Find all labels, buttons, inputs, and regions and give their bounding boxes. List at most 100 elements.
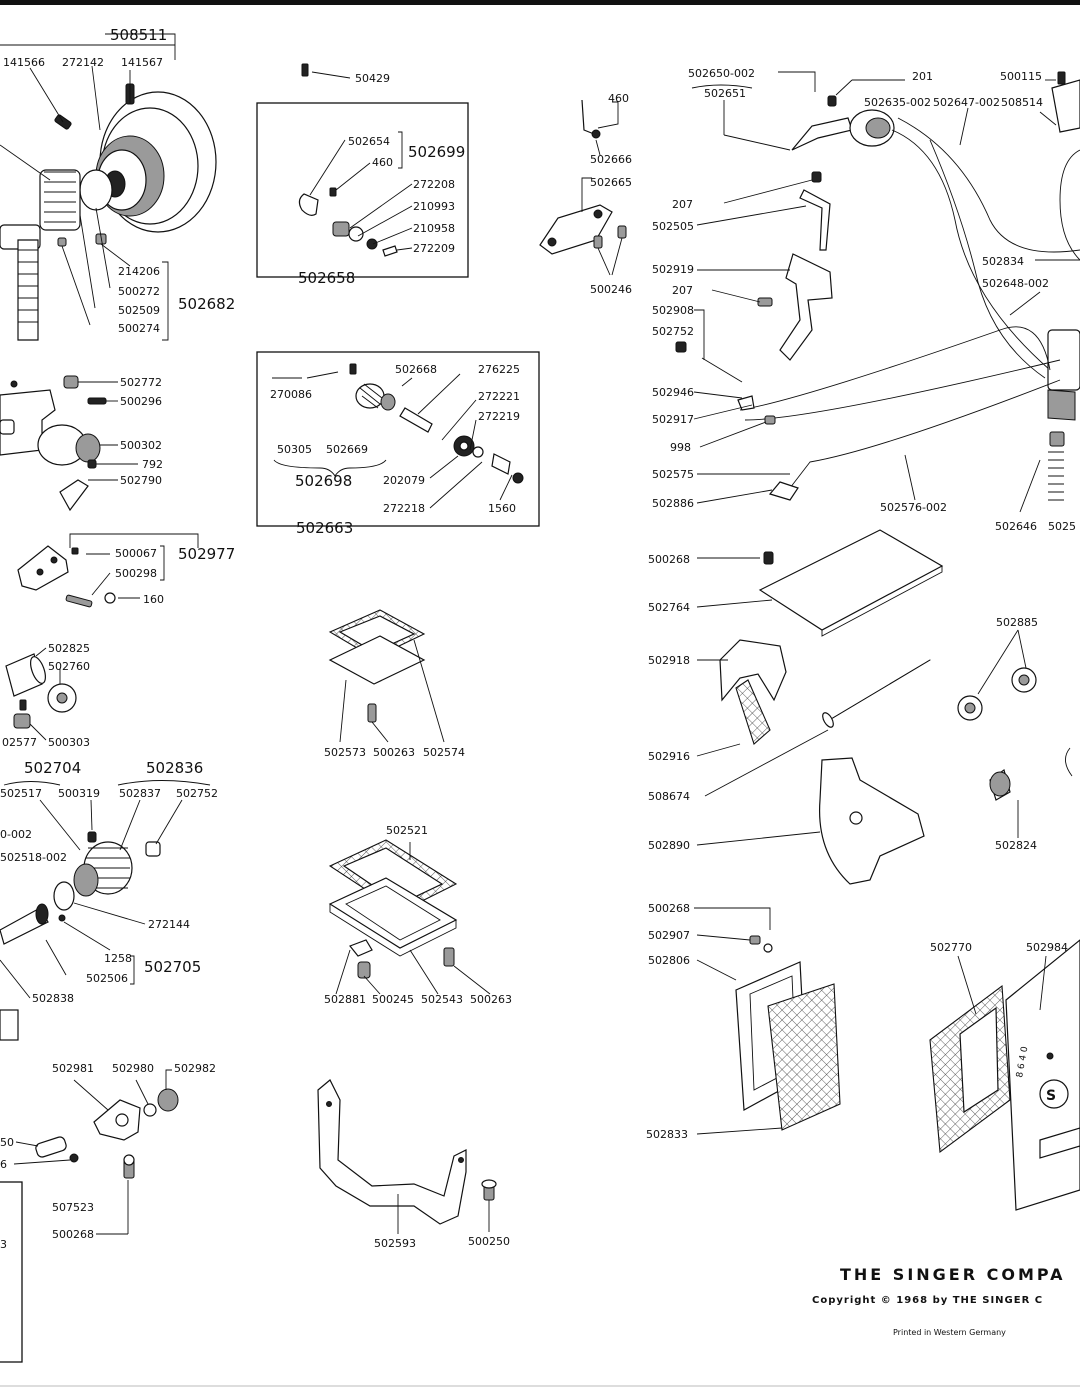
label-502699: 502699: [408, 143, 465, 161]
label-502825: 502825: [48, 642, 90, 655]
label-502648-002: 502648-002: [982, 277, 1049, 290]
label-502984: 502984: [1026, 941, 1068, 954]
label-210958: 210958: [413, 222, 455, 235]
label-502834: 502834: [982, 255, 1024, 268]
label-502635-002: 502635-002: [864, 96, 931, 109]
label-500268-right-bottom: 500268: [648, 902, 690, 915]
copyright-line: Copyright © 1968 by THE SINGER C: [812, 1295, 1043, 1306]
label-502575: 502575: [652, 468, 694, 481]
label-502521: 502521: [386, 824, 428, 837]
label-500246: 500246: [590, 283, 632, 296]
label-500319: 500319: [58, 787, 100, 800]
label-502505: 502505: [652, 220, 694, 233]
label-502573: 502573: [324, 746, 366, 759]
label-502806: 502806: [648, 954, 690, 967]
label-0-002: 0-002: [0, 828, 32, 841]
label-210993: 210993: [413, 200, 455, 213]
motor-pulley-assembly: [0, 33, 217, 341]
label-502593: 502593: [374, 1237, 416, 1250]
label-502650-002: 502650-002: [688, 67, 755, 80]
label-502704: 502704: [24, 759, 81, 777]
label-502666: 502666: [590, 153, 632, 166]
gear-shaft-502705: [0, 780, 211, 1041]
label-502518-002: 502518-002: [0, 851, 67, 864]
label-502506: 502506: [86, 972, 128, 985]
label-502760: 502760: [48, 660, 90, 673]
assembly-502658: [256, 63, 469, 278]
left-mechanism-500302: [0, 375, 138, 512]
label-500272: 500272: [118, 285, 160, 298]
label-502663: 502663: [296, 519, 353, 537]
top-edge-band: [0, 0, 1080, 5]
label-502838: 502838: [32, 992, 74, 1005]
label-502919: 502919: [652, 263, 694, 276]
bracket-502593: [317, 1079, 497, 1234]
switch-cable-assembly: [675, 71, 1080, 513]
gasket-502521: [328, 839, 491, 995]
label-270086: 270086: [270, 388, 312, 401]
label-502907: 502907: [648, 929, 690, 942]
label-460-right: 460: [608, 92, 629, 105]
label-1560: 1560: [488, 502, 516, 515]
label-502543: 502543: [421, 993, 463, 1006]
label-201: 201: [912, 70, 933, 83]
label-500296: 500296: [120, 395, 162, 408]
label-502646: 502646: [995, 520, 1037, 533]
label-502772: 502772: [120, 376, 162, 389]
label-500298: 500298: [115, 567, 157, 580]
bracket-502918: [696, 639, 1073, 885]
company-name: THE SINGER COMPA: [840, 1265, 1066, 1284]
label-502752-top: 502752: [652, 325, 694, 338]
bracket-502665: [539, 99, 627, 276]
label-502918: 502918: [648, 654, 690, 667]
label-502669: 502669: [326, 443, 368, 456]
label-6-cut: 6: [0, 1158, 7, 1171]
label-508514: 508514: [1001, 96, 1043, 109]
label-500263-bottom: 500263: [470, 993, 512, 1006]
gasket-502574: [328, 609, 445, 743]
label-502916: 502916: [648, 750, 690, 763]
label-502705: 502705: [144, 958, 201, 976]
bushing-502825: [5, 647, 77, 741]
label-50429: 50429: [355, 72, 390, 85]
plate-502977: [17, 533, 199, 608]
label-500268-left: 500268: [52, 1228, 94, 1241]
label-272142: 272142: [62, 56, 104, 69]
label-3-cut: 3: [0, 1238, 7, 1251]
label-214206: 214206: [118, 265, 160, 278]
label-502576-002: 502576-002: [880, 501, 947, 514]
label-272209: 272209: [413, 242, 455, 255]
printed-line: Printed in Western Germany: [893, 1328, 1006, 1337]
label-500302: 500302: [120, 439, 162, 452]
label-502886: 502886: [652, 497, 694, 510]
label-502658: 502658: [298, 269, 355, 287]
label-502665: 502665: [590, 176, 632, 189]
label-02577: 02577: [2, 736, 37, 749]
label-502833: 502833: [646, 1128, 688, 1141]
label-998: 998: [670, 441, 691, 454]
label-502764: 502764: [648, 601, 690, 614]
label-502574: 502574: [423, 746, 465, 759]
bracket-502981: [0, 1069, 179, 1363]
label-502885: 502885: [996, 616, 1038, 629]
label-502980: 502980: [112, 1062, 154, 1075]
label-50-cut: 50: [0, 1136, 14, 1149]
cover-plate-502764: [696, 529, 1037, 721]
label-272208: 272208: [413, 178, 455, 191]
assembly-502663: [256, 351, 540, 527]
label-502509: 502509: [118, 304, 160, 317]
label-50305: 50305: [277, 443, 312, 456]
label-141567: 141567: [121, 56, 163, 69]
label-502977: 502977: [178, 545, 235, 563]
label-508511: 508511: [110, 26, 167, 44]
label-460-top: 460: [372, 156, 393, 169]
label-500263-top: 500263: [373, 746, 415, 759]
label-502790: 502790: [120, 474, 162, 487]
label-502654: 502654: [348, 135, 390, 148]
label-502836: 502836: [146, 759, 203, 777]
label-502982: 502982: [174, 1062, 216, 1075]
label-502824: 502824: [995, 839, 1037, 852]
label-207-bottom: 207: [672, 284, 693, 297]
label-502917: 502917: [652, 413, 694, 426]
